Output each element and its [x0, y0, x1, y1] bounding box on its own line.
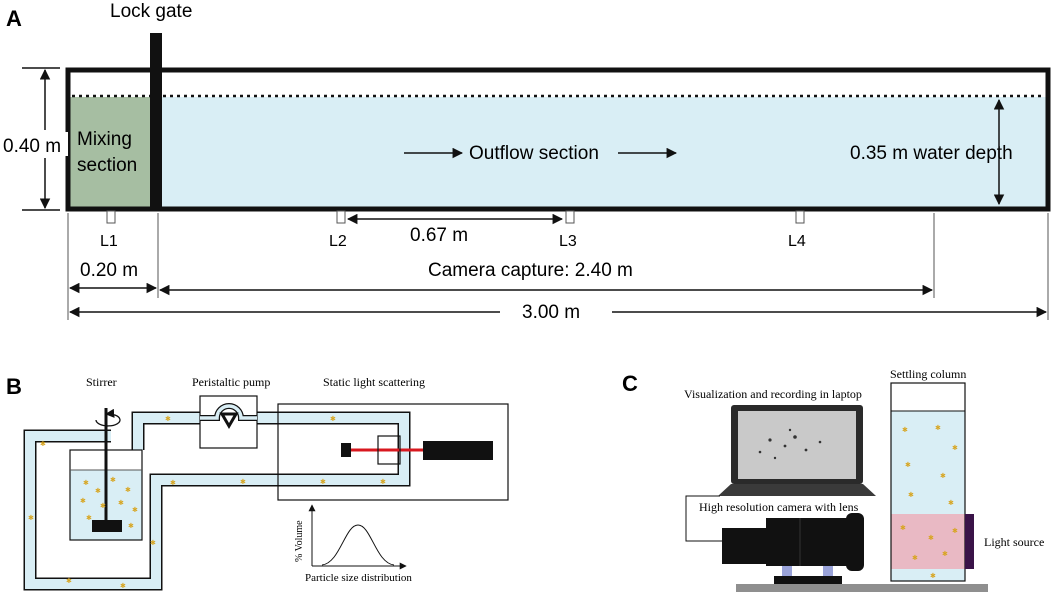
sensor-l1-label: L1 [100, 233, 118, 250]
mixing-length-label: 0.20 m [80, 260, 138, 281]
laptop-screen-particles [758, 428, 822, 460]
svg-text:✱: ✱ [952, 444, 958, 452]
svg-text:✱: ✱ [110, 476, 116, 484]
svg-text:✱: ✱ [940, 472, 946, 480]
svg-text:✱: ✱ [118, 499, 124, 507]
pump-rotor-icon [219, 412, 239, 429]
svg-text:✱: ✱ [380, 478, 386, 486]
camera-lens-front [846, 513, 864, 571]
sensor-l2-marker [336, 210, 346, 224]
panel-a-label: A [6, 6, 22, 31]
sls-box [277, 403, 509, 501]
laptop-label: Visualization and recording in laptop [684, 387, 862, 401]
camera-label: High resolution camera with lens [699, 500, 859, 514]
mixing-section-label-1: Mixing [77, 129, 132, 150]
pump-label: Peristaltic pump [192, 375, 270, 389]
svg-text:✱: ✱ [80, 497, 86, 505]
camera-lens [766, 518, 848, 566]
svg-text:✱: ✱ [902, 426, 908, 434]
light-source-bar [965, 514, 974, 569]
svg-text:✱: ✱ [40, 440, 46, 448]
sensor-l4-marker [795, 210, 805, 224]
psd-ylabel: % Volume [294, 520, 305, 562]
svg-text:✱: ✱ [165, 415, 171, 423]
outflow-water-area [162, 97, 1046, 208]
sensor-l3-label: L3 [559, 233, 577, 250]
spacing-label: 0.67 m [410, 225, 468, 246]
svg-text:✱: ✱ [912, 554, 918, 562]
svg-text:✱: ✱ [100, 502, 106, 510]
panel-c-label: C [622, 371, 638, 396]
svg-text:✱: ✱ [132, 506, 138, 514]
svg-text:✱: ✱ [83, 479, 89, 487]
stirrer-blade [92, 520, 122, 532]
panel-b-label: B [6, 374, 22, 399]
mixing-section-label-2: section [77, 155, 137, 176]
total-length-label: 3.00 m [522, 302, 580, 323]
column-label: Settling column [890, 367, 966, 381]
svg-text:✱: ✱ [320, 478, 326, 486]
svg-text:✱: ✱ [128, 522, 134, 530]
svg-text:✱: ✱ [935, 424, 941, 432]
settling-column [890, 382, 966, 582]
outflow-label: Outflow section [469, 143, 599, 164]
svg-text:✱: ✱ [330, 415, 336, 423]
sensor-l1-marker [106, 210, 116, 224]
svg-text:✱: ✱ [150, 539, 156, 547]
svg-text:✱: ✱ [95, 487, 101, 495]
camera-stand [774, 576, 842, 584]
detector [423, 441, 493, 460]
sensor-l2-label: L2 [329, 233, 347, 250]
psd-xlabel: Particle size distribution [305, 572, 412, 584]
water-depth-label: 0.35 m water depth [850, 143, 1013, 164]
light-source-area [891, 514, 965, 569]
svg-text:✱: ✱ [908, 491, 914, 499]
mixing-section-area [69, 97, 150, 208]
svg-text:✱: ✱ [900, 524, 906, 532]
svg-text:✱: ✱ [905, 461, 911, 469]
laptop-screen [738, 411, 856, 479]
column-water [891, 411, 965, 514]
camera-body [722, 528, 768, 564]
sensor-l3-marker [565, 210, 575, 224]
height-label-bg [2, 132, 68, 156]
svg-text:✱: ✱ [930, 572, 936, 580]
svg-text:✱: ✱ [928, 534, 934, 542]
svg-text:✱: ✱ [942, 550, 948, 558]
sensor-l4-label: L4 [788, 233, 806, 250]
lock-gate [150, 33, 162, 211]
camera-cable [685, 495, 722, 542]
bench [736, 584, 988, 592]
sample-cell [377, 435, 401, 465]
camera-mount-2 [823, 564, 833, 578]
pump-tube-inner [200, 404, 257, 420]
svg-text:✱: ✱ [948, 499, 954, 507]
lock-gate-label: Lock gate [110, 1, 192, 22]
svg-text:✱: ✱ [170, 479, 176, 487]
panel-b: B Stirrer ✱✱✱✱ ✱✱✱✱ ✱✱ ✱✱✱✱ ✱✱✱✱ ✱✱✱✱ Pe… [6, 374, 509, 591]
svg-text:✱: ✱ [28, 514, 34, 522]
particles-c: ✱ ✱ ✱ ✱ ✱ ✱ ✱ ✱ ✱ ✱ ✱ ✱ ✱ [900, 424, 958, 580]
panel-c: C Visualization and recording in laptop … [622, 367, 1044, 592]
camera-capture-label: Camera capture: 2.40 m [428, 260, 633, 281]
column-base-water [891, 569, 965, 581]
svg-text:✱: ✱ [125, 486, 131, 494]
svg-text:✱: ✱ [240, 478, 246, 486]
laser-emitter [341, 443, 351, 457]
sls-label: Static light scattering [323, 375, 425, 389]
height-label: 0.40 m [3, 136, 61, 157]
svg-text:✱: ✱ [66, 577, 72, 585]
svg-text:✱: ✱ [86, 514, 92, 522]
camera-mount [782, 564, 792, 578]
psd-curve [321, 524, 395, 566]
svg-text:✱: ✱ [120, 582, 126, 590]
svg-text:✱: ✱ [952, 527, 958, 535]
laptop-base [718, 484, 876, 496]
panel-a: A Lock gate 0.40 m Mixing section Outflo… [2, 1, 1051, 323]
stirrer-rotation-arrow [95, 408, 121, 427]
stirrer-label: Stirrer [86, 375, 117, 389]
light-source-label: Light source [984, 535, 1044, 549]
